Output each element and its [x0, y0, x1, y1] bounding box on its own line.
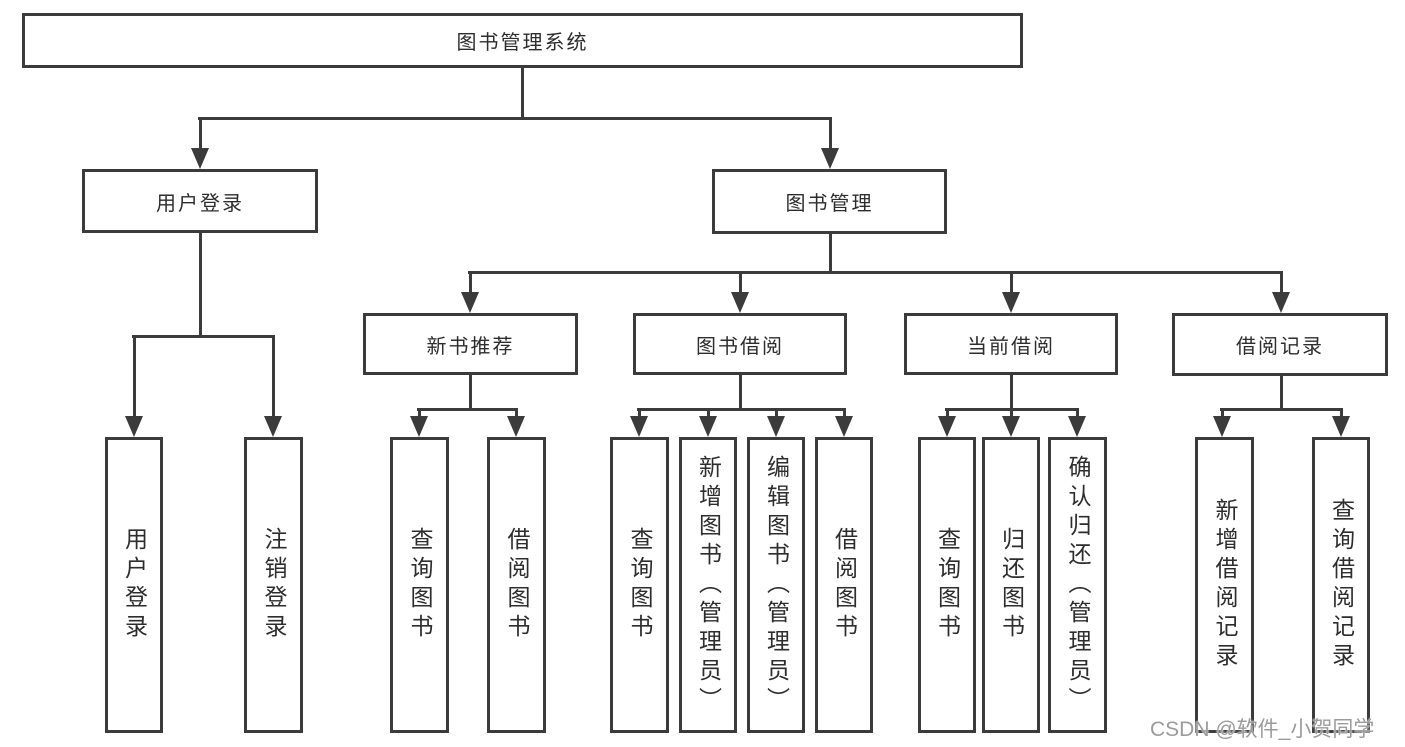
arrow-stem [417, 409, 421, 419]
node-borrow-records-label: 借阅记录 [1236, 336, 1324, 358]
leaf-logout: 注销登录 [244, 437, 303, 733]
arrow-stem [738, 272, 742, 295]
connector-vline [520, 68, 524, 120]
leaf-br-add-record-label: 新增借阅记录 [1212, 498, 1238, 672]
arrow-down-icon [1068, 416, 1086, 437]
arrow-down-icon [1002, 416, 1020, 437]
node-library-system-label: 图书管理系统 [456, 32, 589, 54]
connector-vline [468, 375, 472, 411]
connector-vline [198, 233, 202, 338]
arrow-down-icon [767, 416, 785, 437]
arrow-stem [1009, 409, 1013, 419]
arrow-down-icon [1272, 292, 1290, 313]
leaf-cb-return-books: 归还图书 [982, 437, 1040, 733]
arrow-stem [132, 336, 136, 419]
leaf-br-query-record-label: 查询借阅记录 [1328, 498, 1355, 672]
leaf-bb-edit-books-admin-label: 编辑图书（管理员） [763, 454, 790, 716]
connector-hline [468, 270, 1283, 274]
arrow-stem [198, 118, 202, 151]
leaf-user-login-label: 用户登录 [121, 527, 148, 643]
node-book-borrowing: 图书借阅 [633, 313, 847, 375]
arrow-stem [842, 409, 846, 419]
leaf-cb-query-books-label: 查询图书 [934, 527, 961, 643]
leaf-bb-borrow-books: 借阅图书 [815, 437, 873, 733]
node-new-book-recommend-label: 新书推荐 [426, 335, 515, 358]
csdn-watermark: CSDN @软件_小贺同学 [1150, 718, 1375, 741]
leaf-cb-return-books-label: 归还图书 [998, 527, 1025, 643]
leaf-br-query-record: 查询借阅记录 [1312, 437, 1370, 733]
arrow-down-icon [1332, 416, 1350, 437]
connector-vline [828, 234, 832, 274]
connector-vline [1009, 375, 1013, 411]
arrow-stem [271, 336, 275, 419]
arrow-down-icon [1213, 416, 1231, 437]
leaf-nb-borrow-books: 借阅图书 [487, 437, 546, 733]
connector-hline [417, 407, 518, 411]
arrow-down-icon [410, 416, 428, 437]
leaf-logout-label: 注销登录 [261, 527, 287, 643]
arrow-down-icon [731, 292, 749, 313]
arrow-stem [828, 118, 832, 151]
arrow-down-icon [125, 416, 143, 437]
arrow-stem [1009, 272, 1013, 295]
arrow-down-icon [507, 416, 525, 437]
leaf-cb-confirm-return-admin-label: 确认归还（管理员） [1065, 454, 1091, 716]
connector-hline [637, 407, 846, 411]
arrow-stem [706, 409, 710, 419]
leaf-nb-borrow-books-label: 借阅图书 [504, 527, 530, 643]
node-borrow-records: 借阅记录 [1172, 313, 1388, 376]
leaf-bb-borrow-books-label: 借阅图书 [831, 527, 858, 643]
arrow-down-icon [699, 416, 717, 437]
leaf-nb-query-books: 查询图书 [390, 437, 449, 733]
arrow-down-icon [191, 148, 209, 169]
leaf-bb-edit-books-admin: 编辑图书（管理员） [747, 437, 805, 733]
arrow-down-icon [630, 416, 648, 437]
connector-hline [1220, 407, 1343, 411]
arrow-down-icon [938, 416, 956, 437]
arrow-stem [774, 409, 778, 419]
leaf-nb-query-books-label: 查询图书 [407, 527, 433, 643]
connector-vline [1279, 375, 1283, 411]
arrow-stem [468, 272, 472, 295]
leaf-br-add-record: 新增借阅记录 [1195, 437, 1254, 733]
node-book-management-label: 图书管理 [785, 193, 874, 215]
arrow-stem [1339, 409, 1343, 419]
connector-hline [132, 334, 275, 338]
arrow-down-icon [264, 416, 282, 437]
arrow-stem [637, 409, 641, 419]
node-book-borrowing-label: 图书借阅 [696, 335, 784, 358]
leaf-bb-query-books-label: 查询图书 [627, 527, 653, 643]
node-user-login: 用户登录 [82, 169, 318, 233]
arrow-stem [1075, 409, 1079, 419]
connector-hline [198, 116, 832, 120]
node-current-borrowing-label: 当前借阅 [967, 335, 1055, 358]
arrow-down-icon [461, 292, 479, 313]
node-user-login-label: 用户登录 [156, 192, 244, 215]
arrow-stem [1279, 272, 1283, 295]
arrow-stem [945, 409, 949, 419]
arrow-down-icon [835, 416, 853, 437]
connector-vline [738, 375, 742, 411]
leaf-bb-add-books-admin-label: 新增图书（管理员） [695, 454, 722, 716]
leaf-user-login: 用户登录 [105, 437, 163, 733]
arrow-stem [514, 409, 518, 419]
node-new-book-recommend: 新书推荐 [363, 313, 578, 375]
node-library-system: 图书管理系统 [22, 13, 1023, 68]
arrow-stem [1220, 409, 1224, 419]
leaf-cb-query-books: 查询图书 [918, 437, 976, 733]
arrow-down-icon [821, 148, 839, 169]
leaf-cb-confirm-return-admin: 确认归还（管理员） [1048, 437, 1107, 733]
leaf-bb-add-books-admin: 新增图书（管理员） [679, 437, 737, 733]
node-current-borrowing: 当前借阅 [904, 313, 1118, 375]
leaf-bb-query-books: 查询图书 [610, 437, 669, 733]
node-book-management: 图书管理 [712, 169, 947, 234]
arrow-down-icon [1002, 292, 1020, 313]
